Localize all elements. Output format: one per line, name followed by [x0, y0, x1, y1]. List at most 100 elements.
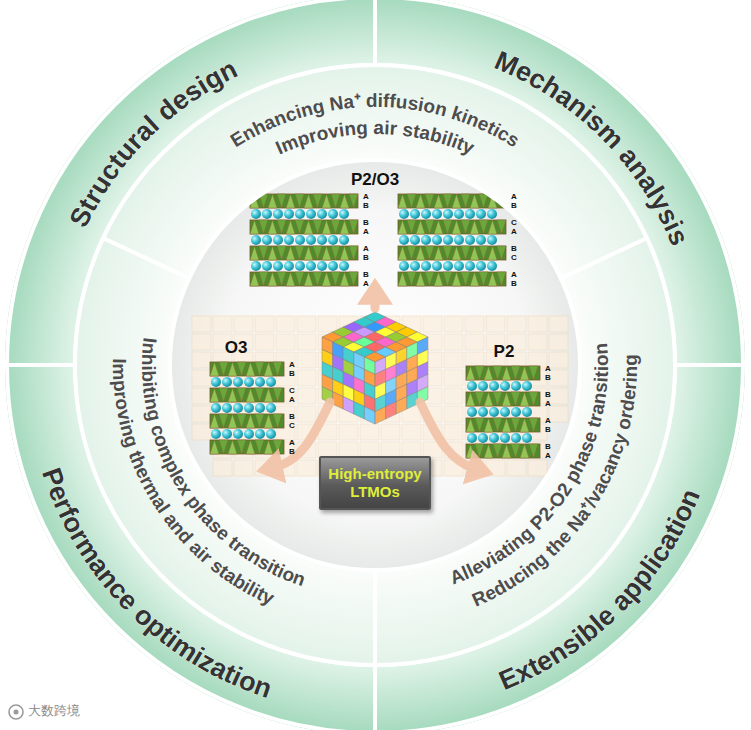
octahedron — [246, 440, 255, 454]
sodium-ion — [266, 403, 276, 413]
octahedron — [497, 220, 506, 234]
periodic-cell — [444, 334, 463, 350]
sodium-ion — [511, 381, 521, 391]
octahedron — [475, 444, 484, 458]
cube-cell — [343, 397, 354, 414]
sodium-ion — [500, 381, 510, 391]
periodic-cell — [255, 334, 274, 350]
sodium-ion — [489, 407, 499, 417]
sodium-ion — [284, 235, 294, 245]
octahedron — [295, 194, 304, 208]
octahedron — [210, 388, 219, 402]
sodium-ion — [339, 235, 349, 245]
sodium-ion — [233, 429, 243, 439]
sodium-ion — [211, 377, 221, 387]
sodium-ion — [273, 261, 283, 271]
sodium-ion — [273, 235, 283, 245]
octahedron — [313, 272, 322, 286]
octahedron — [511, 366, 520, 380]
octahedral-layer — [466, 392, 540, 406]
periodic-cell — [549, 334, 568, 350]
structure-label: P2/O3 — [351, 170, 399, 190]
octahedron — [259, 246, 268, 260]
octahedron — [398, 246, 407, 260]
octahedron — [237, 414, 246, 428]
curved-text: Performance optimization — [36, 464, 276, 704]
sodium-ion — [410, 209, 420, 219]
curved-label: Improving thermal and air stability — [109, 358, 278, 609]
sodium-ion — [211, 429, 221, 439]
octahedron — [255, 414, 264, 428]
octahedron — [416, 246, 425, 260]
sodium-ion — [222, 429, 232, 439]
octahedron — [268, 220, 277, 234]
stacking-letter: A — [511, 227, 517, 236]
octahedron — [340, 220, 349, 234]
periodic-cell — [297, 460, 316, 476]
stacking-letter: B — [289, 369, 295, 378]
octahedron — [470, 246, 479, 260]
sodium-ion — [443, 235, 453, 245]
sodium-ion — [467, 381, 477, 391]
octahedron — [497, 194, 506, 208]
octahedron — [340, 246, 349, 260]
octahedron — [255, 362, 264, 376]
sodium-ion — [500, 407, 510, 417]
sodium-ion — [262, 261, 272, 271]
octahedron — [273, 440, 282, 454]
octahedron — [228, 362, 237, 376]
cube-cell — [386, 402, 397, 419]
octahedron — [322, 194, 331, 208]
octahedron — [219, 414, 228, 428]
sodium-ion — [399, 235, 409, 245]
periodic-cell — [192, 316, 211, 332]
octahedron — [273, 362, 282, 376]
periodic-cell — [444, 370, 463, 386]
octahedron — [511, 418, 520, 432]
sodium-ion — [454, 261, 464, 271]
outer-quadrant-fill — [375, 0, 743, 365]
stacking-letter: A — [545, 364, 551, 373]
periodic-cell — [507, 316, 526, 332]
sodium-ion — [465, 235, 475, 245]
octahedral-layer — [398, 246, 506, 260]
periodic-cell — [486, 316, 505, 332]
periodic-cell — [444, 352, 463, 368]
octahedral-layer — [210, 414, 284, 428]
octahedron — [520, 444, 529, 458]
octahedron — [470, 272, 479, 286]
stacking-letter: C — [511, 253, 517, 262]
octahedron — [493, 392, 502, 406]
periodic-cell — [423, 316, 442, 332]
sodium-ion — [487, 261, 497, 271]
octahedron — [529, 418, 538, 432]
sodium-ion — [522, 381, 532, 391]
curved-text: Improving air stability — [272, 117, 478, 159]
octahedron — [210, 414, 219, 428]
sodium-ion — [489, 433, 499, 443]
sodium-ion — [255, 403, 265, 413]
sodium-ion — [500, 433, 510, 443]
outer-quadrant-fill — [7, 0, 375, 365]
octahedron — [250, 220, 259, 234]
octahedron — [416, 272, 425, 286]
stacking-letter: B — [545, 442, 551, 451]
sodium-ion — [421, 261, 431, 271]
curved-text: Inhibiting complex phase transition — [138, 337, 308, 591]
octahedron — [259, 194, 268, 208]
sodium-ion — [476, 235, 486, 245]
octahedron — [219, 362, 228, 376]
stacking-letter: B — [511, 279, 517, 288]
octahedron — [520, 418, 529, 432]
stacking-letter: A — [363, 279, 369, 288]
periodic-cell — [486, 460, 505, 476]
sodium-ion — [233, 377, 243, 387]
octahedron — [264, 388, 273, 402]
stacking-letter: B — [363, 270, 369, 279]
stacking-letter: A — [511, 270, 517, 279]
sodium-ion — [465, 261, 475, 271]
periodic-cell — [444, 424, 463, 440]
